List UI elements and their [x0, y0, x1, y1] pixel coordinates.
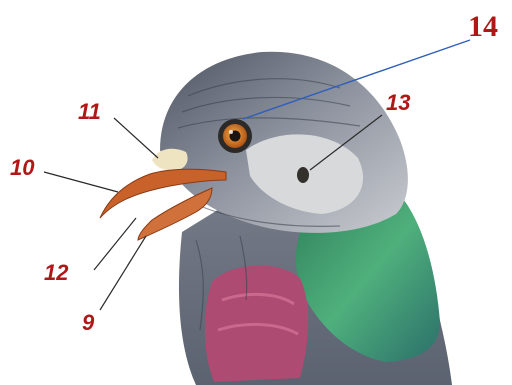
- leader-line-9: [100, 236, 146, 310]
- label-9: 9: [82, 312, 94, 334]
- label-12: 12: [44, 262, 68, 284]
- leader-line-11: [114, 118, 158, 158]
- cere: [152, 149, 188, 171]
- leader-line-10: [44, 172, 118, 192]
- ear-opening: [297, 167, 309, 183]
- label-10: 10: [10, 157, 34, 179]
- label-13: 13: [386, 92, 410, 114]
- label-14: 14: [468, 12, 498, 42]
- label-11: 11: [78, 101, 101, 123]
